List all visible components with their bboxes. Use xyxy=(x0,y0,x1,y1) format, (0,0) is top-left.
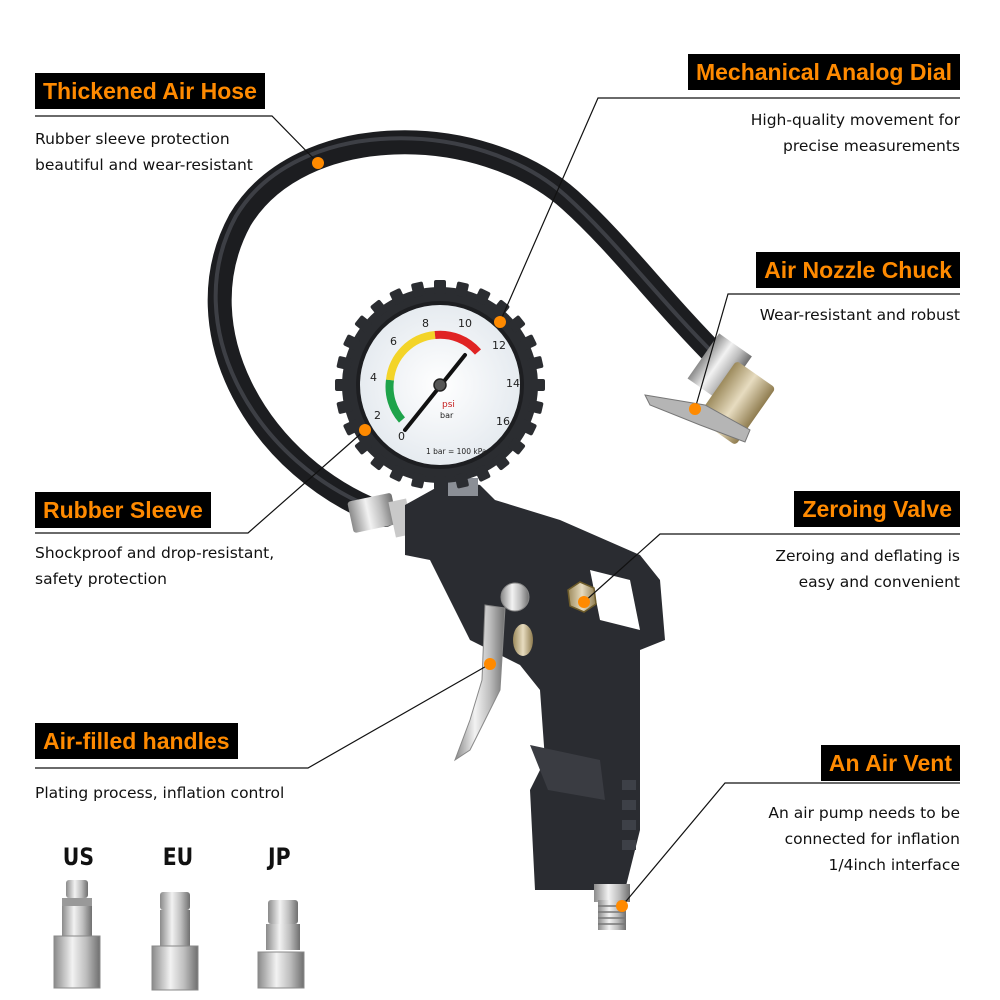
unit-bar: bar xyxy=(440,411,454,420)
bar-tick-8: 8 xyxy=(422,317,429,330)
connector-eu xyxy=(151,892,199,991)
sleeve-description: Shockproof and drop-resistant, safety pr… xyxy=(35,544,275,588)
valve-title: Zeroing Valve xyxy=(794,491,960,527)
chuck-marker-dot xyxy=(689,403,701,415)
vent-marker-dot xyxy=(616,900,628,912)
bar-tick-14: 14 xyxy=(506,377,520,390)
trigger-lever xyxy=(453,582,530,762)
hose-title: Thickened Air Hose xyxy=(35,73,265,109)
connector-label-jp: JP xyxy=(267,843,291,871)
dial-marker-dot xyxy=(494,316,506,328)
vent-title: An Air Vent xyxy=(820,745,960,781)
handles-description: Plating process, inflation control xyxy=(35,784,285,802)
dial-title: Mechanical Analog Dial xyxy=(687,54,960,90)
pressure-gauge-face xyxy=(360,305,520,465)
valve-marker-dot xyxy=(578,596,590,608)
hose-marker-dot xyxy=(312,157,324,169)
handles-title: Air-filled handles xyxy=(35,723,238,759)
vent-description: An air pump needs to be connected for in… xyxy=(768,804,960,874)
conversion-note: 1 bar = 100 kPa xyxy=(426,447,487,456)
bar-tick-0: 0 xyxy=(398,430,405,443)
dial-description: High-quality movement for precise measur… xyxy=(750,111,960,155)
unit-psi: psi xyxy=(442,400,455,410)
air-nozzle-chuck xyxy=(644,333,775,444)
connector-us xyxy=(53,880,101,989)
valve-description: Zeroing and deflating is easy and conven… xyxy=(775,547,960,591)
bar-tick-2: 2 xyxy=(374,409,381,422)
bar-tick-12: 12 xyxy=(492,339,506,352)
connector-label-us: US xyxy=(62,843,95,871)
chuck-title: Air Nozzle Chuck xyxy=(756,252,960,288)
sleeve-marker-dot xyxy=(359,424,371,436)
bar-tick-10: 10 xyxy=(458,317,472,330)
chuck-description: Wear-resistant and robust xyxy=(759,306,960,324)
sleeve-title: Rubber Sleeve xyxy=(35,492,211,528)
bar-tick-16: 16 xyxy=(496,415,510,428)
gauge-labels: 0 2 4 6 8 10 12 14 16 psi bar 1 bar = 10… xyxy=(360,305,520,465)
bar-tick-4: 4 xyxy=(370,371,377,384)
handle-marker-dot xyxy=(484,658,496,670)
hose-description: Rubber sleeve protection beautiful and w… xyxy=(35,130,253,174)
gun-body xyxy=(405,480,665,890)
connector-jp xyxy=(257,900,305,989)
connector-label-eu: EU xyxy=(162,843,194,871)
bar-tick-6: 6 xyxy=(390,335,397,348)
